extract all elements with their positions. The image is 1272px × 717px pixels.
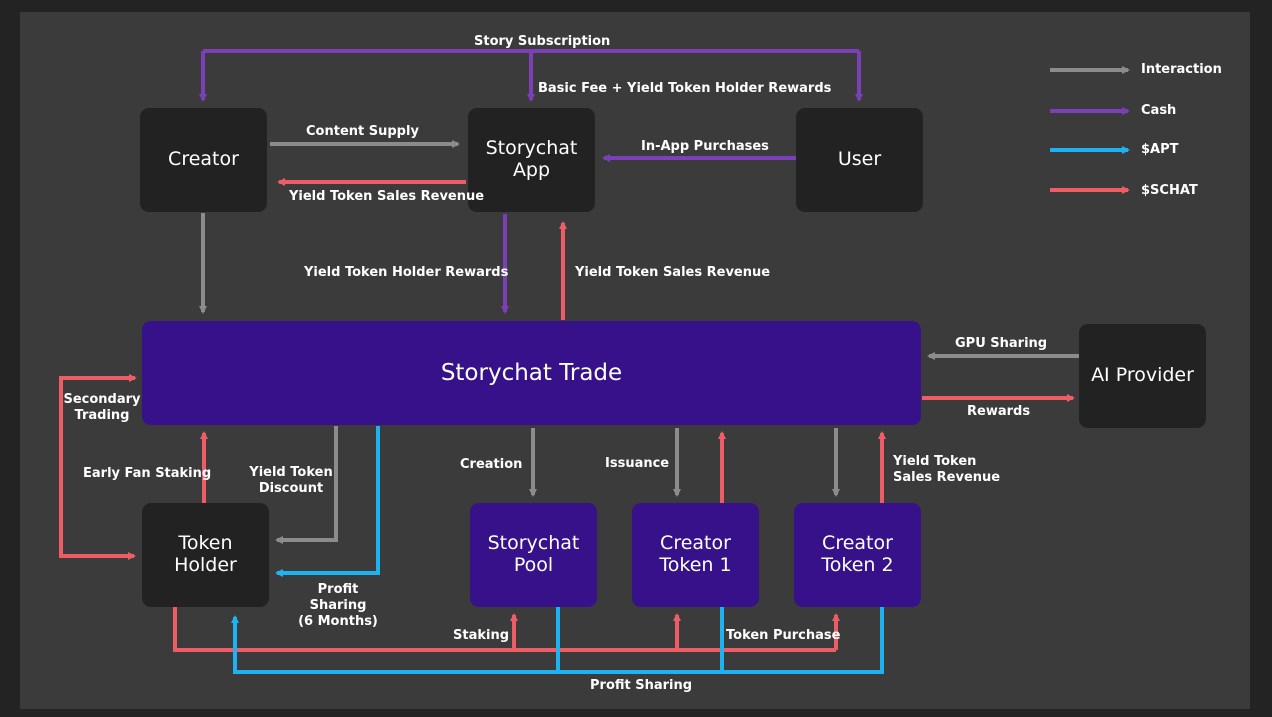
- edge-profit-sharing-6m: [275, 426, 380, 577]
- label-story-subscription: Story Subscription: [474, 34, 611, 49]
- label-yield-sales-creator: Yield Token Sales Revenue: [289, 189, 485, 204]
- label-yield-discount: Yield Token Discount: [249, 465, 333, 496]
- node-user[interactable]: User: [796, 108, 923, 212]
- node-creator-token-2[interactable]: Creator Token 2: [794, 503, 921, 607]
- legend-label-cash: Cash: [1141, 103, 1177, 118]
- label-secondary-trading: Secondary Trading: [63, 392, 141, 423]
- label-staking: Staking: [453, 628, 510, 643]
- label-profit-sharing-6m: Profit Sharing (6 Months): [298, 582, 378, 629]
- label-issuance: Issuance: [605, 456, 670, 471]
- label-rewards: Rewards: [967, 404, 1031, 419]
- legend-label-interaction: Interaction: [1141, 62, 1222, 77]
- label-gpu-sharing: GPU Sharing: [955, 336, 1048, 351]
- label-sales-revenue-ct: Yield Token Sales Revenue: [893, 454, 1001, 485]
- node-creator[interactable]: Creator: [140, 108, 267, 212]
- node-ai-provider[interactable]: AI Provider: [1079, 324, 1206, 428]
- node-storychat-trade[interactable]: Storychat Trade: [142, 321, 921, 425]
- label-holder-rewards: Yield Token Holder Rewards: [304, 265, 509, 280]
- label-sales-revenue-app: Yield Token Sales Revenue: [575, 265, 771, 280]
- edge-yield-discount: [275, 426, 338, 544]
- legend-label-apt: $APT: [1141, 142, 1179, 157]
- label-in-app-purchases: In-App Purchases: [641, 139, 769, 154]
- label-early-fan-staking: Early Fan Staking: [83, 466, 212, 481]
- node-creator-token-1[interactable]: Creator Token 1: [632, 503, 759, 607]
- label-profit-sharing: Profit Sharing: [590, 678, 693, 693]
- legend-label-schat: $SCHAT: [1141, 183, 1198, 198]
- node-storychat-pool[interactable]: Storychat Pool: [470, 503, 597, 607]
- label-content-supply: Content Supply: [306, 124, 419, 139]
- node-storychat-app[interactable]: Storychat App: [468, 108, 595, 212]
- edge-staking-base: [173, 607, 836, 652]
- label-token-purchase: Token Purchase: [726, 628, 841, 643]
- label-basic-fee: Basic Fee + Yield Token Holder Rewards: [538, 81, 832, 96]
- label-creation: Creation: [460, 457, 523, 472]
- node-token-holder[interactable]: Token Holder: [142, 503, 269, 607]
